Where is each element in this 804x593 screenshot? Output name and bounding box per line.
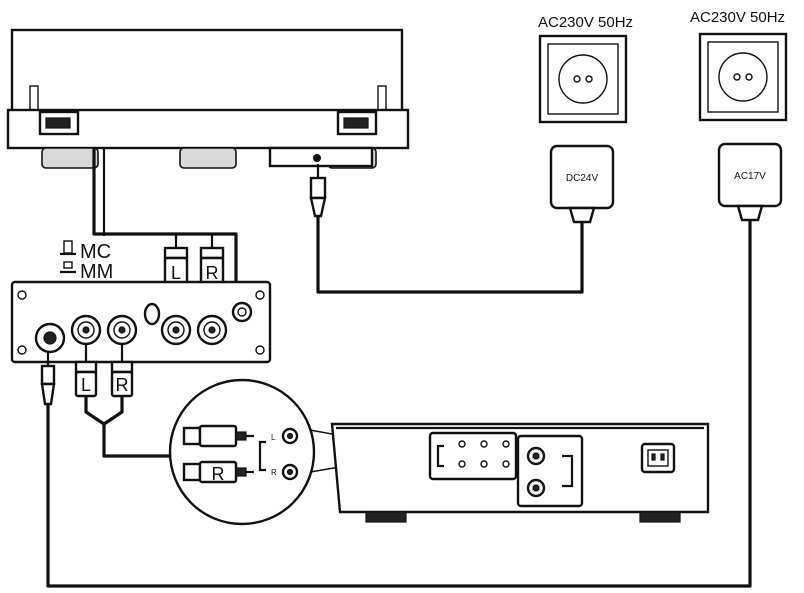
turntable-foot-left <box>41 147 99 169</box>
switch-mm-label: MM <box>80 261 113 283</box>
turntable-rear-panel <box>268 146 374 168</box>
plug-left-label: L <box>171 263 181 283</box>
phono-preamp <box>10 280 272 364</box>
outlet-2-socket-hole-icon <box>733 73 741 81</box>
output-plug-left-label: L <box>81 375 91 395</box>
amp-jack-icon <box>480 440 488 448</box>
screw-icon <box>17 290 27 300</box>
screw-icon <box>17 345 27 355</box>
tonearm-cables <box>92 148 238 282</box>
outlet-2-label: AC230V 50Hz <box>690 9 785 26</box>
adapter-2-label: AC17V <box>734 171 766 182</box>
hinge-block-right-inner <box>343 117 369 129</box>
power-adapter-ac17v: AC17V <box>46 142 783 588</box>
dc-socket-icon <box>313 154 321 162</box>
amplifier-foot-right <box>639 511 681 523</box>
amp-power-socket-icon <box>640 442 676 474</box>
zoom-plug-right-label: R <box>212 464 225 484</box>
switch-mc-label: MC <box>80 241 111 263</box>
amplifier-foot-left <box>365 511 407 523</box>
plug-right-label: R <box>206 263 219 283</box>
zoom-jack-right-label: R <box>271 468 277 477</box>
zoom-jack-left-label: L <box>271 433 276 442</box>
ground-terminal-icon <box>231 301 253 323</box>
hinge-block-left-inner <box>45 117 71 129</box>
turntable-dust-cover <box>10 28 404 114</box>
adapter-1-label: DC24V <box>566 173 599 184</box>
power-adapter-dc24v: DC24V <box>309 144 615 294</box>
amp-jack-icon <box>502 440 510 448</box>
mc-mm-switch-legend: MC MM <box>60 240 113 283</box>
outlet-2-socket-hole-icon <box>745 73 753 81</box>
turntable-foot-center <box>179 147 237 169</box>
switch-down-icon <box>63 261 73 269</box>
amp-jack-icon <box>458 460 466 468</box>
outlet-1-label: AC230V 50Hz <box>538 14 633 31</box>
screw-icon <box>255 345 265 355</box>
amp-jack-icon <box>502 460 510 468</box>
amp-jack-icon <box>458 440 466 448</box>
output-plug-right-label: R <box>116 375 129 395</box>
zoom-detail-rca: R L R <box>168 378 316 526</box>
screw-icon <box>255 290 265 300</box>
switch-up-icon <box>63 240 73 254</box>
amplifier <box>330 422 710 523</box>
ac17v-plug <box>40 352 56 406</box>
phono-plug-left: L <box>163 246 189 310</box>
outlet-1-socket-hole-icon <box>573 75 581 83</box>
mc-mm-switch-icon <box>143 302 161 326</box>
wall-outlet-1: AC230V 50Hz <box>538 14 633 124</box>
outlet-1-socket-hole-icon <box>585 75 593 83</box>
amp-jack-icon <box>480 460 488 468</box>
wall-outlet-2: AC230V 50Hz <box>690 9 788 122</box>
turntable <box>6 28 410 169</box>
